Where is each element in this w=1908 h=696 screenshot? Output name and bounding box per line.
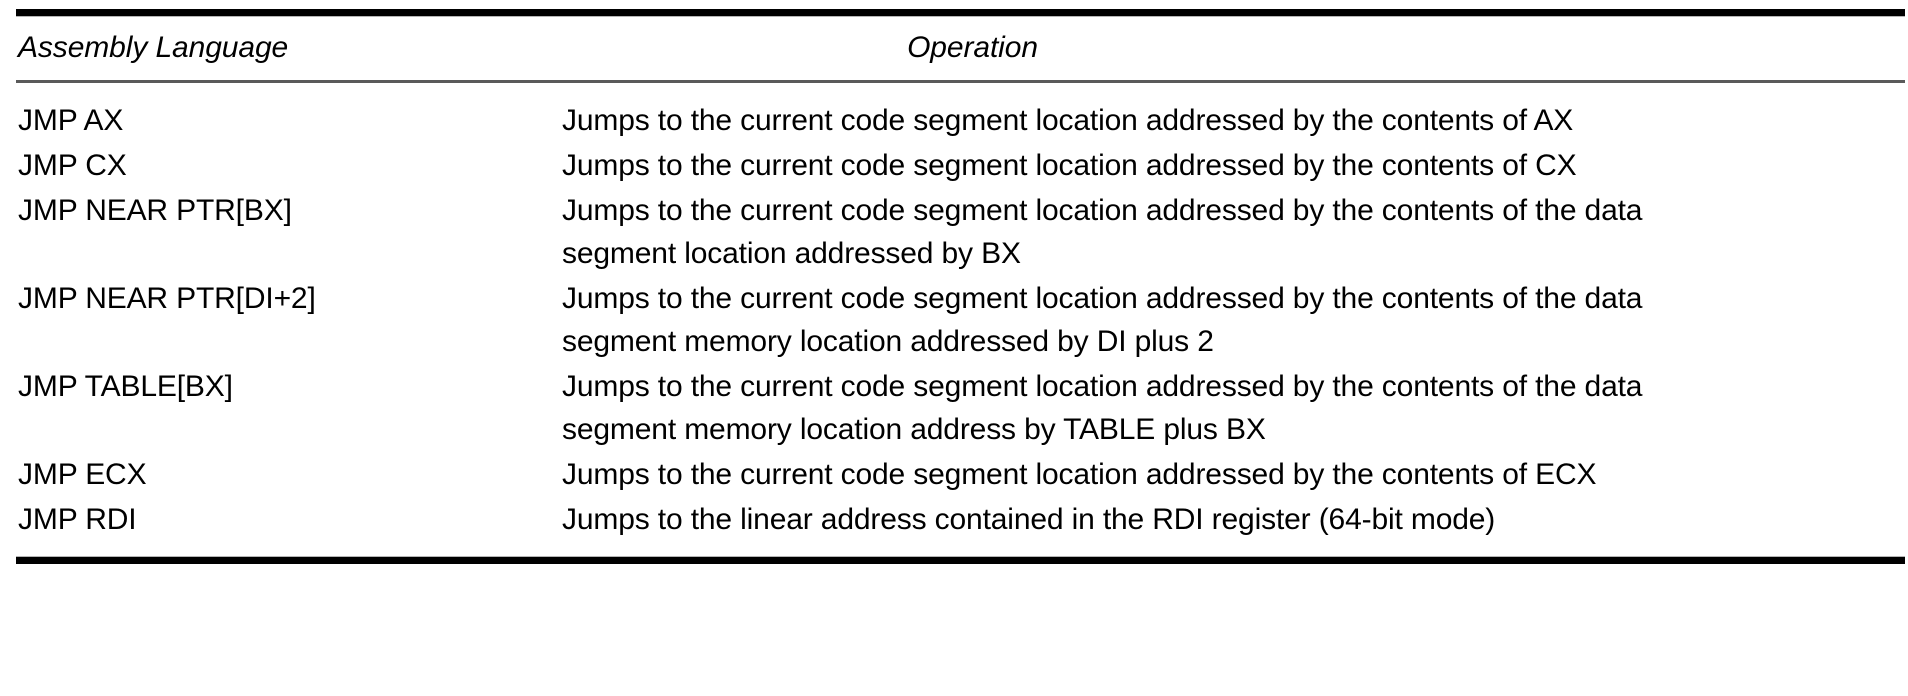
operation-description: Jumps to the current code segment locati… (540, 99, 1905, 144)
table-row: JMP NEAR PTR[BX] Jumps to the current co… (16, 189, 1905, 277)
operation-line: Jumps to the current code segment locati… (562, 458, 1597, 491)
operation-line: Jumps to the current code segment locati… (562, 194, 1643, 227)
operation-line: segment location addressed by BX (562, 237, 1021, 270)
spacer-cell (16, 83, 540, 99)
table-row: JMP TABLE[BX] Jumps to the current code … (16, 365, 1905, 453)
column-header-assembly-language: Assembly Language (18, 31, 289, 64)
operation-line: Jumps to the current code segment locati… (562, 104, 1574, 137)
table-bottom-rule (16, 557, 1905, 564)
table-spacer-row (16, 543, 1905, 557)
assembly-instruction: JMP ECX (18, 458, 147, 491)
operation-description: Jumps to the current code segment locati… (540, 277, 1905, 365)
spacer-cell (540, 83, 1905, 99)
table-row: JMP NEAR PTR[DI+2] Jumps to the current … (16, 277, 1905, 365)
assembly-instruction: JMP TABLE[BX] (18, 370, 233, 403)
instruction-table-body: JMP AX Jumps to the current code segment… (16, 83, 1905, 557)
operation-description: Jumps to the linear address contained in… (540, 498, 1905, 543)
instruction-table: Assembly Language Operation (16, 16, 1905, 80)
table-top-rule (16, 9, 1905, 16)
assembly-instruction: JMP NEAR PTR[BX] (18, 194, 292, 227)
spacer-cell (540, 543, 1905, 557)
operation-description: Jumps to the current code segment locati… (540, 365, 1905, 453)
spacer-cell (16, 543, 540, 557)
operation-line: segment memory location addressed by DI … (562, 325, 1214, 358)
table-row: JMP ECX Jumps to the current code segmen… (16, 453, 1905, 498)
assembly-instruction: JMP AX (18, 104, 124, 137)
column-header-operation: Operation (907, 31, 1038, 64)
operation-line: Jumps to the current code segment locati… (562, 370, 1643, 403)
table-header-row: Assembly Language Operation (16, 16, 1905, 80)
operation-line: Jumps to the linear address contained in… (562, 503, 1496, 536)
operation-description: Jumps to the current code segment locati… (540, 453, 1905, 498)
operation-line: Jumps to the current code segment locati… (562, 149, 1577, 182)
assembly-instruction: JMP RDI (18, 503, 137, 536)
assembly-instruction: JMP CX (18, 149, 127, 182)
table-row: JMP CX Jumps to the current code segment… (16, 144, 1905, 189)
operation-line: segment memory location address by TABLE… (562, 413, 1266, 446)
instruction-table-container: Assembly Language Operation JMP AX Jumps… (16, 0, 1905, 564)
table-row: JMP RDI Jumps to the linear address cont… (16, 498, 1905, 543)
assembly-instruction: JMP NEAR PTR[DI+2] (18, 282, 316, 315)
table-row: JMP AX Jumps to the current code segment… (16, 99, 1905, 144)
operation-description: Jumps to the current code segment locati… (540, 189, 1905, 277)
operation-line: Jumps to the current code segment locati… (562, 282, 1643, 315)
operation-description: Jumps to the current code segment locati… (540, 144, 1905, 189)
table-header-rule (16, 80, 1905, 83)
table-spacer-row (16, 83, 1905, 99)
